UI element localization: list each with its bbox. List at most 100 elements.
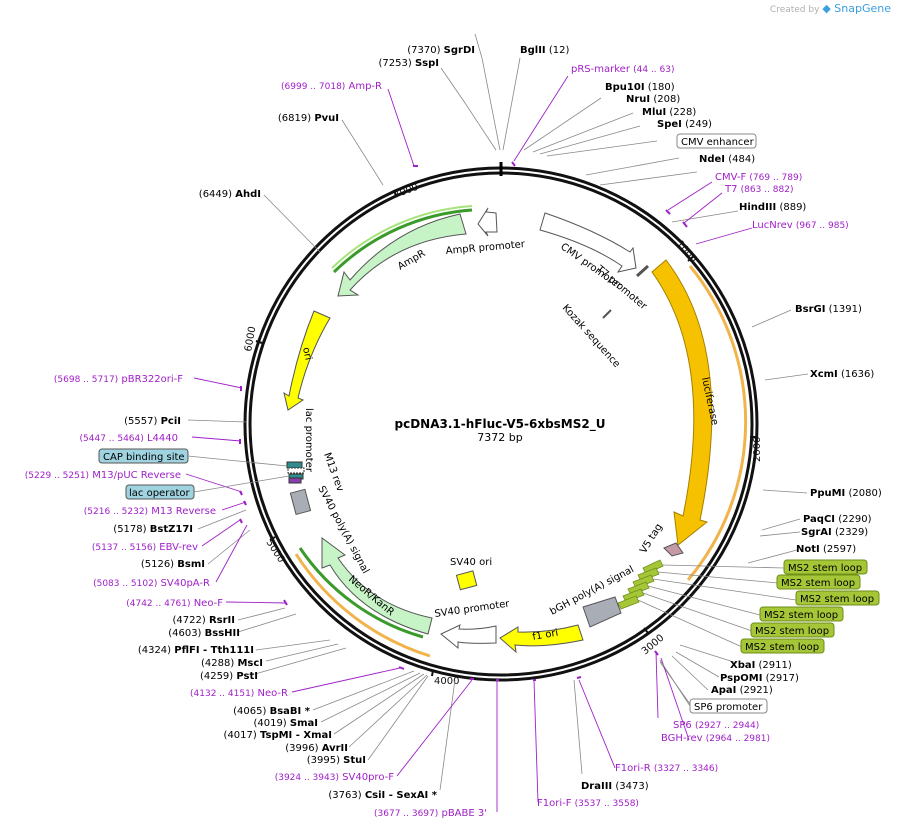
- site-noti: NotI (2597): [796, 544, 856, 555]
- primer-t7: T7 (863 .. 882): [724, 184, 794, 195]
- site-ahdi: (6449) AhdI: [199, 189, 261, 200]
- ampr-outer-arc-light: [331, 205, 473, 269]
- ms2-stem-features: [617, 559, 664, 610]
- tick-marks: [255, 189, 756, 677]
- stem-label-1: MS2 stem loop: [788, 563, 862, 574]
- primer-m13-puc-reverse: (5229 .. 5251) M13/pUC Reverse: [25, 470, 181, 481]
- site-bsmi: (5126) BsmI: [141, 559, 205, 570]
- tick-4000: 4000: [434, 676, 459, 687]
- tick-2000: 2000: [752, 437, 763, 462]
- v5-tag-label: V5 tag: [638, 522, 665, 556]
- kozak-label: Kozak sequence: [560, 303, 622, 370]
- primer-sp6: SP6 (2927 .. 2944): [673, 720, 759, 731]
- site-sspi: (7253) SspI: [379, 58, 440, 69]
- luciferase-outer-arc: [686, 265, 748, 581]
- site-ppumi: PpuMI (2080): [810, 488, 882, 499]
- stem-label-5: MS2 stem loop: [755, 626, 829, 637]
- primer-amp-r: (6999 .. 7018) Amp-R: [281, 81, 382, 92]
- primer-m13-reverse: (5216 .. 5232) M13 Reverse: [84, 506, 216, 517]
- ori-feature: [283, 310, 331, 411]
- primer-l4440: (5447 .. 5464) L4440: [80, 433, 179, 444]
- site-nrui: NruI (208): [626, 94, 680, 105]
- credit-prefix: Created by: [769, 5, 820, 15]
- label-cmv-enhancer: CMV enhancer: [681, 137, 755, 148]
- primer-ebv-rev: (5137 .. 5156) EBV-rev: [92, 542, 198, 553]
- ampr-feature: [337, 213, 467, 297]
- primer-neo-f: (4742 .. 4761) Neo-F: [126, 598, 223, 609]
- lac-promoter-feature: [287, 467, 305, 474]
- site-ndei: NdeI (484): [699, 154, 755, 165]
- site-stui: (3995) StuI: [307, 755, 366, 766]
- primer-f1ori-r: F1ori-R (3327 .. 3346): [615, 763, 718, 774]
- site-sgrai: SgrAI (2329): [801, 527, 868, 538]
- plasmid-length: 7372 bp: [477, 431, 522, 444]
- box-leaders: [187, 455, 691, 707]
- lac-promoter-label: lac promoter: [303, 408, 314, 473]
- primer-marks: [239, 161, 688, 681]
- neor-feature: [321, 537, 433, 635]
- primer-neo-r: (4132 .. 4151) Neo-R: [190, 688, 288, 699]
- site-msci: (4288) MscI: [201, 658, 263, 669]
- site-avrii: (3996) AvrII: [285, 743, 348, 754]
- site-mlui: MluI (228): [642, 107, 696, 118]
- site-csii: (3763) CsiI - SexAI *: [328, 790, 437, 801]
- site-hindiii: HindIII (889): [739, 202, 806, 213]
- boxed-labels: CMV enhancer CAP binding site lac operat…: [98, 133, 768, 714]
- sv40-promoter-label: SV40 promoter: [434, 598, 511, 620]
- luciferase-feature: [651, 259, 713, 546]
- primer-sv40pro-f: (3924 .. 3943) SV40pro-F: [275, 772, 395, 783]
- label-sp6-promoter: SP6 promoter: [694, 702, 763, 713]
- cap-binding-feature: [286, 461, 303, 469]
- stem-label-3: MS2 stem loop: [800, 594, 874, 605]
- primer-cmv-f: CMV-F (769 .. 789): [715, 172, 802, 183]
- site-tspmi: (4017) TspMI - XmaI: [224, 730, 332, 741]
- neor-label: NeoR/KanR: [346, 574, 396, 618]
- primer-pbr322ori-f: (5698 .. 5717) pBR322ori-F: [54, 374, 183, 385]
- primer-f1ori-f: F1ori-F (3537 .. 3558): [537, 798, 639, 809]
- primer-prs-marker: pRS-marker (44 .. 63): [571, 64, 675, 75]
- primer-labels: (6999 .. 7018) Amp-R pRS-marker (44 .. 6…: [25, 64, 849, 819]
- site-spei: SpeI (249): [657, 119, 712, 130]
- t7-promoter-feature: [635, 264, 650, 278]
- site-bsabi: (4065) BsaBI *: [233, 706, 311, 717]
- primer-bgh-rev: BGH-rev (2964 .. 2981): [661, 733, 770, 744]
- sv40-promoter-feature: [440, 624, 497, 650]
- kozak-feature: [602, 309, 612, 319]
- bgh-polya-feature: [582, 596, 622, 628]
- primer-leaders: [185, 75, 753, 812]
- site-xcmi: XcmI (1636): [810, 369, 874, 380]
- snapgene-credit: Created by ◆ SnapGene: [770, 2, 891, 15]
- neo-outer-arc: [294, 553, 431, 658]
- site-xbai: XbaI (2911): [730, 660, 792, 671]
- f1-ori-label: f1 ori: [532, 628, 560, 643]
- ampr-promoter-feature: [477, 207, 498, 237]
- site-bpu10i: Bpu10I (180): [605, 82, 675, 93]
- f1-ori-feature: [499, 624, 584, 654]
- cmv-promoter-feature: [539, 212, 637, 273]
- label-lac-operator: lac operator: [129, 488, 190, 499]
- stem-labels: MS2 stem loop MS2 stem loop MS2 stem loo…: [740, 559, 880, 654]
- site-sgrdi: (7370) SgrDI: [407, 45, 475, 56]
- site-bglii: BglII (12): [520, 45, 569, 56]
- tick-1000: 1000: [674, 239, 699, 265]
- site-pflfi: (4324) PflFI - Tth111I: [138, 645, 254, 656]
- ampr-promoter-label: AmpR promoter: [445, 239, 526, 257]
- tick-7000: 7000: [392, 182, 420, 201]
- neo-outer-arc-green: [298, 547, 424, 639]
- site-bstz17i: (5178) BstZ17I: [113, 524, 193, 535]
- site-rsrii: (4722) RsrII: [173, 615, 235, 626]
- ori-label: ori: [300, 346, 313, 361]
- site-labels: (7370) SgrDI (7253) SspI BglII (12) Bpu1…: [113, 45, 882, 801]
- tick-6000: 6000: [243, 326, 258, 353]
- ampr-outer-arc: [332, 208, 473, 274]
- stem-label-4: MS2 stem loop: [764, 610, 838, 621]
- credit-brand: SnapGene: [834, 2, 891, 15]
- sv40-polya-feature: [289, 488, 312, 516]
- site-smai: (4019) SmaI: [253, 718, 318, 729]
- stem-leaders: [637, 564, 797, 648]
- primer-sv40pa-r: (5083 .. 5102) SV40pA-R: [93, 578, 210, 589]
- sv40-ori-feature: [455, 570, 478, 591]
- label-cap-binding: CAP binding site: [103, 452, 185, 463]
- v5-tag-feature: [663, 542, 684, 557]
